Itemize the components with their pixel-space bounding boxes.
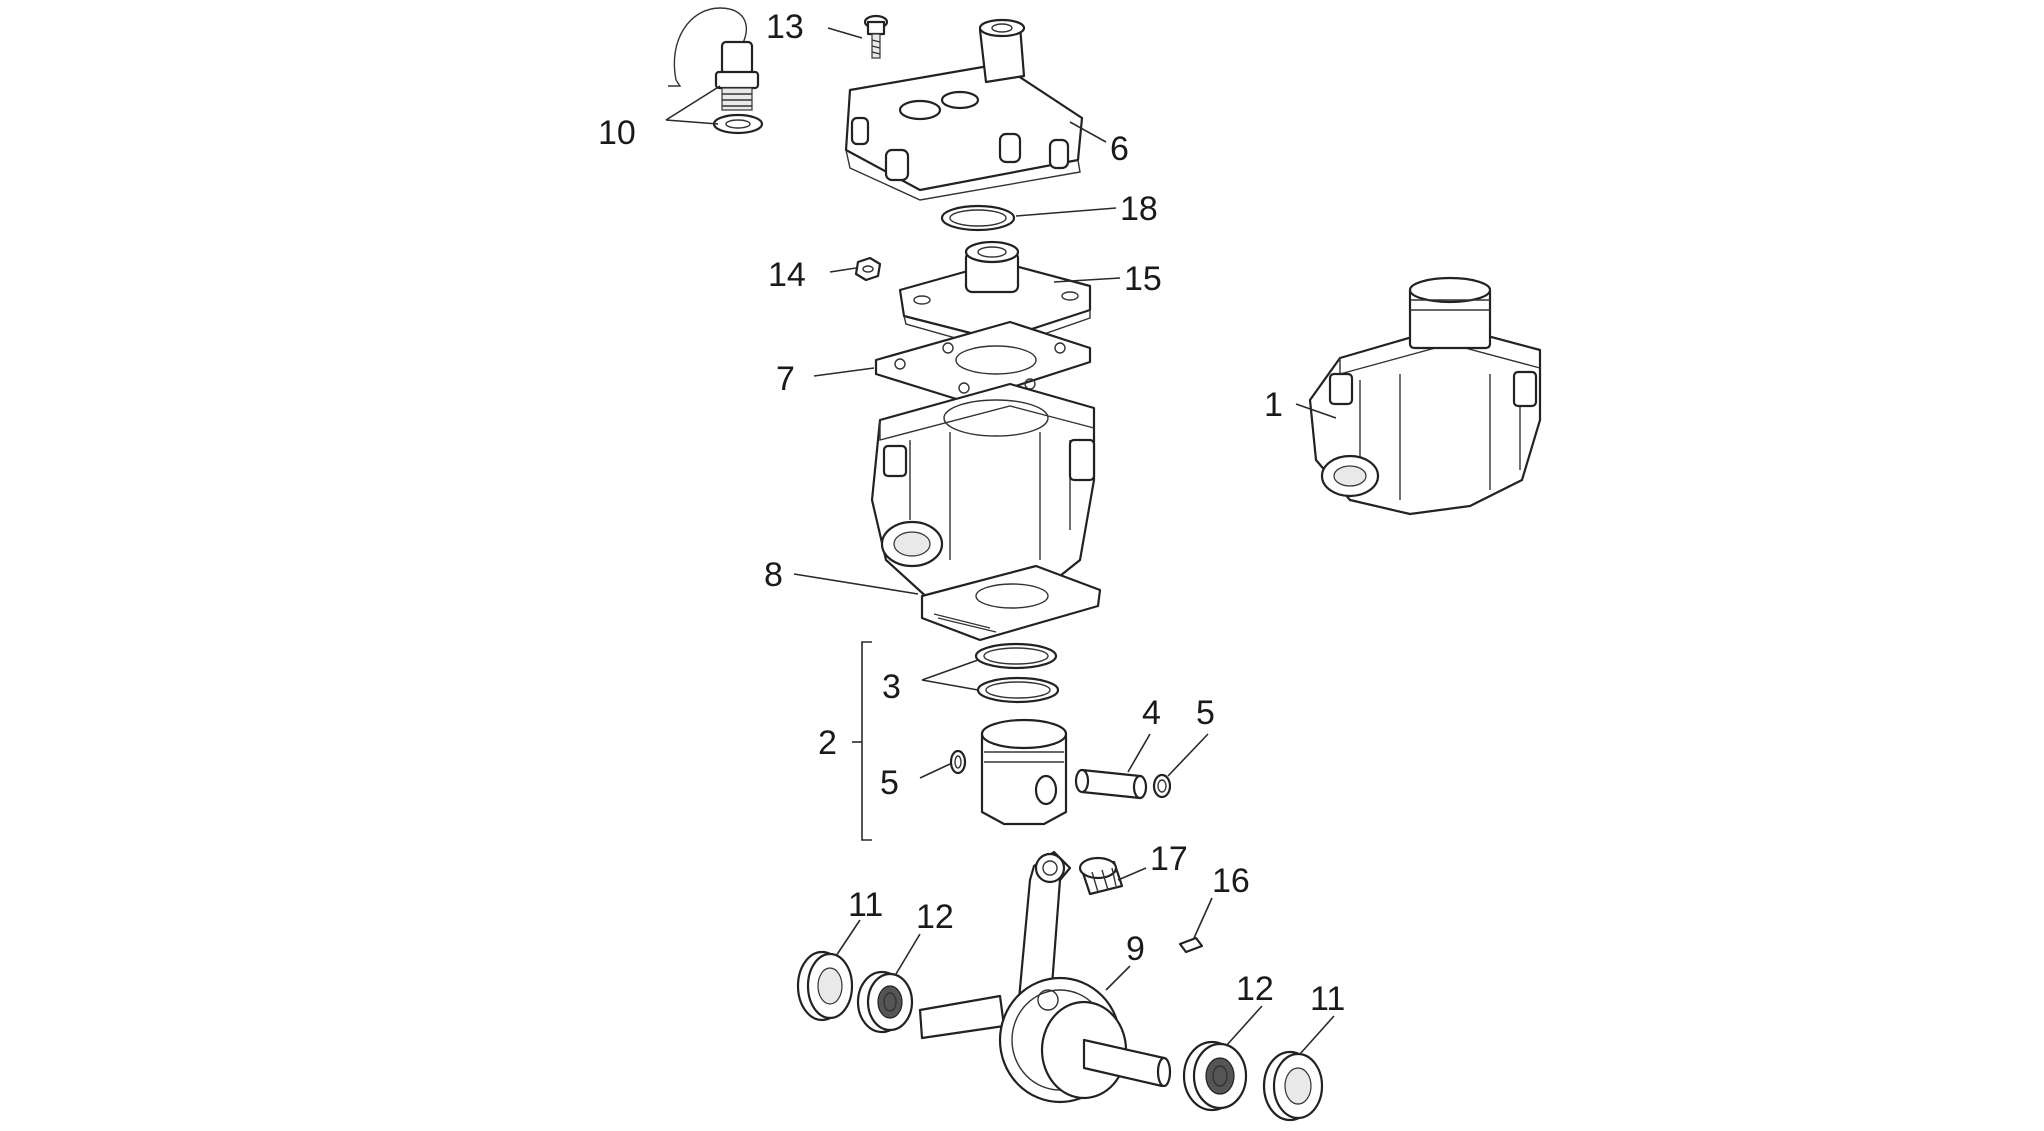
part-17-needle-bearing [1078, 856, 1124, 896]
part-6-cylinder-head [844, 18, 1084, 201]
callout-12-left: 12 [916, 898, 954, 936]
callout-14: 14 [768, 256, 806, 294]
callout-2: 2 [818, 724, 837, 762]
callout-11-left: 11 [848, 886, 883, 924]
callout-6: 6 [1110, 130, 1129, 168]
part-11-oil-seal-left [796, 950, 854, 1022]
part-3-piston-rings [974, 642, 1060, 704]
part-cylinder-center [870, 382, 1096, 612]
callout-5-right: 5 [1196, 694, 1215, 732]
callout-7: 7 [776, 360, 795, 398]
callout-1: 1 [1264, 386, 1283, 424]
part-12-bearing-left [856, 970, 914, 1034]
callout-15: 15 [1124, 260, 1162, 298]
part-5-circlip-left [949, 749, 967, 775]
callout-labels: 13 10 6 18 14 15 7 1 8 3 2 4 5 5 17 16 1… [598, 8, 1345, 1018]
callout-8: 8 [764, 556, 783, 594]
leader-lines [665, 27, 1337, 1055]
part-9-crankshaft [918, 850, 1172, 1104]
part-7-head-gasket [874, 320, 1092, 404]
callout-17: 17 [1150, 840, 1188, 878]
part-5-circlip-right [1152, 773, 1172, 799]
callout-12-right: 12 [1236, 970, 1274, 1008]
callout-10: 10 [598, 114, 636, 152]
callout-4: 4 [1142, 694, 1161, 732]
callout-11-right: 11 [1310, 980, 1345, 1018]
part-piston [980, 718, 1068, 826]
callout-3: 3 [882, 668, 901, 706]
part-2-bracket [852, 641, 872, 841]
part-12-bearing-right [1182, 1040, 1248, 1112]
callout-5-left: 5 [880, 764, 899, 802]
part-11-oil-seal-right [1262, 1050, 1324, 1122]
part-13-screw [863, 14, 889, 59]
part-15-head-plate [898, 240, 1092, 360]
part-4-piston-pin [1074, 768, 1148, 800]
part-8-base-gasket [920, 564, 1102, 642]
callout-16: 16 [1212, 862, 1250, 900]
callout-13: 13 [766, 8, 804, 46]
callout-18: 18 [1120, 190, 1158, 228]
callout-9: 9 [1126, 930, 1145, 968]
part-1-cylinder-assembly [1308, 276, 1542, 516]
part-10-temperature-sensor [668, 7, 764, 135]
part-18-o-ring [940, 204, 1016, 232]
part-16-key [1178, 936, 1204, 954]
part-14-nut [854, 256, 882, 282]
